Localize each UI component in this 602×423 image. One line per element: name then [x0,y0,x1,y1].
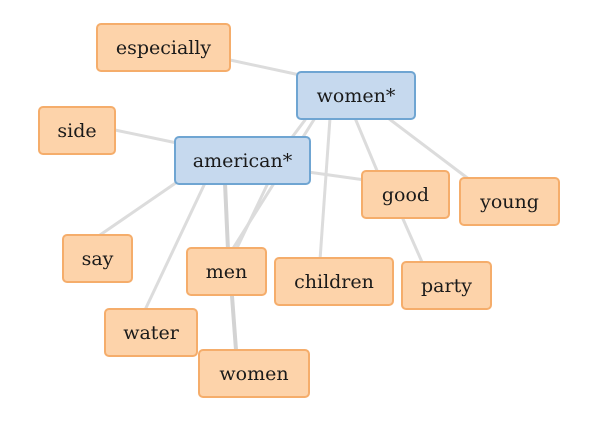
node-men[interactable]: men [186,247,267,296]
node-women[interactable]: women [198,349,310,398]
edge-side-american-star [113,128,179,145]
node-water[interactable]: water [104,308,198,357]
node-especially[interactable]: especially [96,23,231,72]
node-say[interactable]: say [62,234,133,283]
edge-women-star-children [318,116,332,262]
node-party[interactable]: party [401,261,492,310]
edge-women-star-good [353,116,380,175]
edge-american-star-say [98,178,182,237]
edge-american-star-water [143,181,207,312]
node-children[interactable]: children [274,257,394,306]
edge-american-star-men-2 [234,181,270,252]
node-young[interactable]: young [459,177,560,226]
edge-women-star-young [386,116,472,182]
edge-american-star-men [223,181,230,252]
edge-american-star-good [306,170,367,182]
node-good[interactable]: good [361,170,450,219]
edge-especially-women-star [228,58,302,77]
node-side[interactable]: side [38,106,116,155]
node-women-star[interactable]: women* [296,71,416,120]
edge-good-party [401,217,424,264]
edge-men-women [230,294,238,352]
node-american-star[interactable]: american* [174,136,311,185]
